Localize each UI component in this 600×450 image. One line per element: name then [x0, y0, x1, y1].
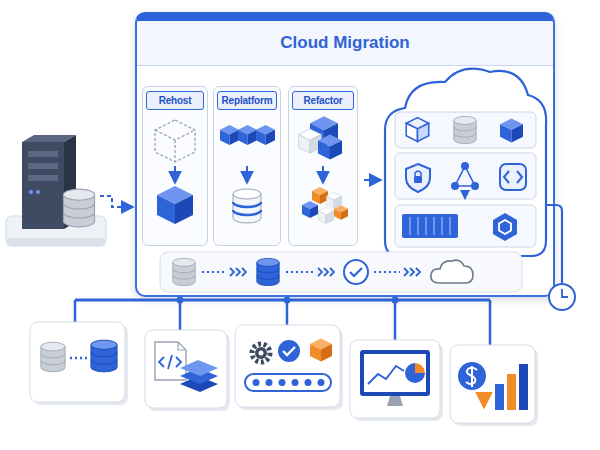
automation-card	[235, 325, 343, 410]
monitoring-card-part	[405, 363, 425, 383]
strategy-label: Rehost	[146, 91, 204, 110]
automation-card-part	[255, 347, 267, 359]
cost-card-part	[466, 366, 477, 387]
server-tower-part	[22, 135, 76, 142]
monitoring-card-part	[350, 340, 440, 418]
data-card-part	[33, 325, 128, 405]
code-card-part	[145, 330, 227, 408]
server-tower-part	[28, 163, 58, 169]
server-platform-part	[6, 216, 106, 246]
code-card-part	[178, 342, 186, 350]
automation-card-part	[310, 338, 332, 361]
server-tower	[22, 135, 95, 229]
strategy-column: Refactor	[288, 86, 358, 246]
automation-card-part	[283, 347, 295, 355]
benefit-bus-part	[75, 299, 490, 302]
code-card-part	[155, 342, 186, 380]
migration-arrow-part	[100, 196, 132, 207]
benefit-bus-part	[284, 297, 291, 304]
strategy-label: Refactor	[292, 91, 354, 110]
cost-card-part	[458, 362, 486, 390]
server-tower-part	[63, 189, 94, 227]
automation-card-part	[245, 374, 331, 391]
panel-title: Cloud Migration	[137, 21, 553, 66]
data-card	[30, 322, 128, 405]
cost-card-part	[495, 384, 504, 410]
automation-card-part	[279, 379, 286, 386]
data-card-part	[30, 322, 125, 402]
monitoring-card-part	[364, 354, 426, 392]
server-tower-part	[64, 135, 76, 229]
automation-card-part	[259, 351, 264, 356]
code-card-part	[180, 368, 218, 384]
data-card-part	[70, 357, 88, 360]
automation-card-part	[278, 340, 300, 362]
server-tower-part	[29, 190, 33, 194]
code-card-part	[180, 360, 218, 376]
server-platform-part	[6, 238, 106, 246]
code-card	[145, 330, 230, 411]
monitoring-card-part	[415, 363, 425, 373]
automation-card-part	[252, 344, 270, 362]
automation-card-part	[305, 379, 312, 386]
code-card-part	[148, 333, 230, 411]
monitoring-card	[350, 340, 443, 421]
automation-card-part	[238, 328, 343, 410]
cost-card-part	[507, 374, 516, 410]
cost-card-part	[483, 392, 486, 406]
cost-card-part	[519, 364, 528, 410]
strategy-label: Replatform	[217, 91, 277, 110]
clock-link-part	[562, 289, 568, 297]
benefit-bus-part	[75, 300, 490, 345]
strategy-column: Rehost	[142, 86, 208, 246]
automation-card-part	[253, 379, 260, 386]
automation-card-part	[235, 325, 340, 407]
migration-arrow	[100, 196, 132, 207]
migration-panel: Cloud MigrationRehost Replatform Refactor	[135, 12, 555, 297]
benefit-bus	[75, 297, 490, 346]
server-tower-part	[22, 142, 64, 229]
cost-card-part	[453, 348, 538, 426]
monitoring-card-part	[353, 343, 443, 421]
server-tower-part	[36, 190, 40, 194]
server-tower-part	[28, 175, 58, 181]
code-card-part	[180, 376, 218, 392]
data-card-part	[41, 342, 65, 371]
automation-card-part	[266, 379, 273, 386]
monitoring-card-part	[360, 350, 430, 396]
monitoring-card-part	[387, 396, 403, 406]
code-card-part	[159, 355, 181, 369]
monitoring-card-part	[368, 366, 404, 384]
cost-card-part	[450, 345, 535, 423]
automation-card-part	[292, 379, 299, 386]
cost-card	[450, 345, 538, 426]
benefit-bus-part	[392, 297, 399, 304]
strategy-column: Replatform	[213, 86, 281, 246]
benefit-bus-part	[177, 297, 184, 304]
server-platform	[6, 216, 106, 246]
server-tower-part	[28, 151, 58, 157]
automation-card-part	[318, 379, 325, 386]
data-card-part	[91, 340, 117, 372]
